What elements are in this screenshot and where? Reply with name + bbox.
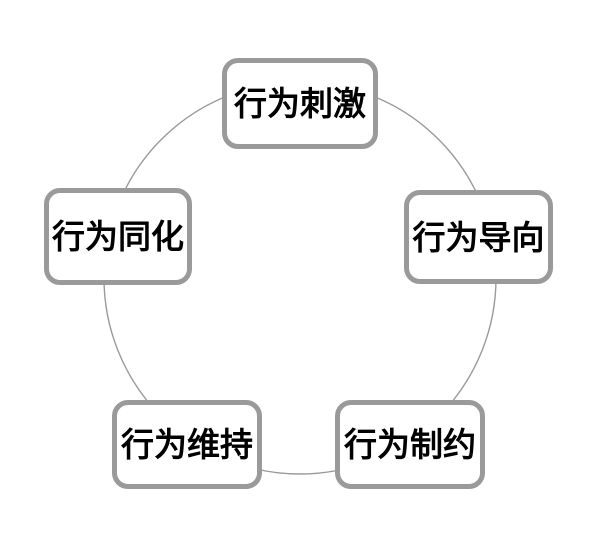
- node-behavior-orientation[interactable]: 行为导向: [404, 190, 553, 284]
- node-label: 行为刺激: [234, 84, 366, 123]
- node-label: 行为同化: [52, 217, 184, 256]
- node-label: 行为导向: [412, 217, 545, 257]
- node-label: 行为维持: [121, 425, 253, 464]
- node-behavior-maintenance[interactable]: 行为维持: [112, 400, 262, 489]
- node-behavior-assimilation[interactable]: 行为同化: [44, 188, 192, 285]
- node-behavior-restriction[interactable]: 行为制约: [335, 400, 485, 489]
- node-behavior-stimulation[interactable]: 行为刺激: [222, 58, 378, 149]
- node-label: 行为制约: [344, 425, 476, 464]
